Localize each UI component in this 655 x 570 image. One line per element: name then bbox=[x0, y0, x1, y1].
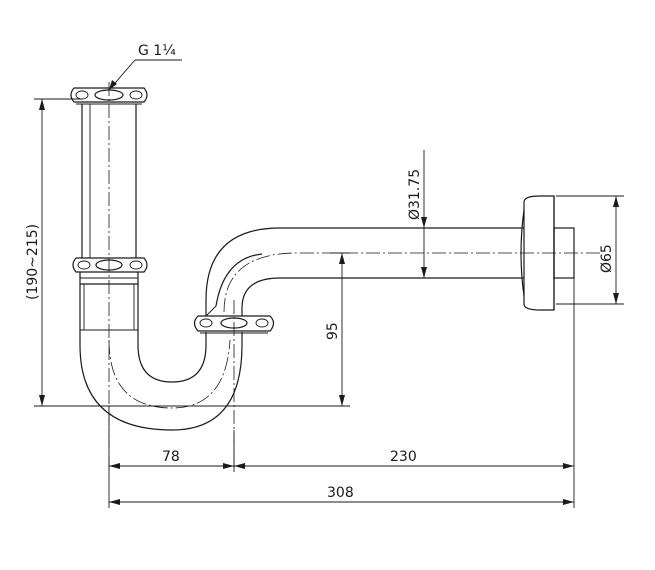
total-width-dimension: 308 bbox=[109, 485, 574, 505]
u-bend bbox=[79, 339, 243, 431]
width-left-dimension: 78 bbox=[109, 449, 234, 469]
middle-nut bbox=[72, 257, 148, 285]
flange-diameter-label: Ø65 bbox=[599, 244, 615, 273]
height-range-dimension: (190~215) bbox=[25, 98, 350, 407]
trap-right-riser bbox=[205, 332, 243, 345]
width-right-label: 230 bbox=[390, 449, 417, 465]
trap-depth-label: 95 bbox=[325, 322, 341, 340]
dimensions: G 1¼ (190~215) 95 Ø31.75 bbox=[25, 43, 624, 508]
width-left-label: 78 bbox=[162, 449, 180, 465]
height-range-label: (190~215) bbox=[25, 224, 41, 300]
outlet-diameter-label: Ø31.75 bbox=[407, 169, 423, 220]
outlet-diameter-dimension: Ø31.75 bbox=[407, 150, 427, 278]
outlet-elbow bbox=[205, 227, 524, 317]
trap-depth-dimension: 95 bbox=[325, 252, 350, 406]
siphon-body bbox=[70, 82, 600, 470]
thread-label: G 1¼ bbox=[138, 43, 176, 59]
width-right-dimension: 230 bbox=[234, 449, 574, 469]
tail-pipe bbox=[81, 104, 137, 258]
total-width-label: 308 bbox=[327, 485, 354, 501]
flange-diameter-dimension: Ø65 bbox=[556, 195, 624, 305]
thread-callout: G 1¼ bbox=[108, 43, 182, 91]
